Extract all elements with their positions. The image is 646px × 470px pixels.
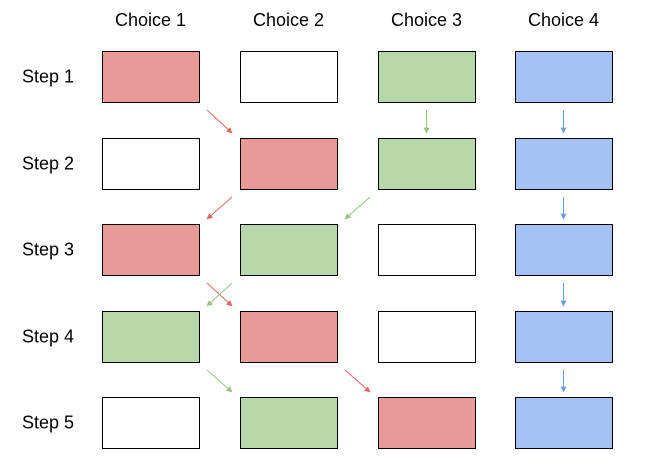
cell-step-5-choice-3-red	[378, 397, 476, 449]
cell-step-1-choice-1-red	[102, 51, 200, 103]
cell-step-3-choice-4-blue	[515, 224, 613, 276]
transition-arrows	[206, 109, 567, 393]
cell-step-3-choice-2-green	[240, 224, 338, 276]
cell-step-4-choice-1-green	[102, 311, 200, 363]
cell-step-2-choice-3-green	[378, 138, 476, 190]
cell-step-2-choice-4-blue	[515, 138, 613, 190]
cell-step-5-choice-2-green	[240, 397, 338, 449]
column-header-choice-4: Choice 4	[528, 10, 599, 30]
cell-step-4-choice-2-red	[240, 311, 338, 363]
arrow-red-step-2-to-3-choice-2-to-1	[206, 196, 233, 220]
cell-step-1-choice-4-blue	[515, 51, 613, 103]
cell-step-2-choice-2-red	[240, 138, 338, 190]
arrow-green-step-3-to-4-choice-2-to-1	[206, 282, 233, 307]
cell-step-1-choice-2-empty	[240, 51, 338, 103]
column-headers: Choice 1 Choice 2 Choice 3 Choice 4	[115, 10, 599, 30]
row-label-step-1: Step 1	[22, 67, 74, 87]
arrow-red-step-4-to-5-choice-2-to-3	[344, 369, 371, 393]
column-header-choice-2: Choice 2	[253, 10, 324, 30]
row-label-step-5: Step 5	[22, 413, 74, 433]
cell-step-5-choice-1-empty	[102, 397, 200, 449]
arrow-green-step-4-to-5-choice-1-to-2	[206, 369, 233, 393]
row-label-step-2: Step 2	[22, 154, 74, 174]
cell-step-3-choice-3-empty	[378, 224, 476, 276]
cell-step-2-choice-1-empty	[102, 138, 200, 190]
cell-step-3-choice-1-red	[102, 224, 200, 276]
column-header-choice-3: Choice 3	[391, 10, 462, 30]
cell-step-1-choice-3-green	[378, 51, 476, 103]
row-label-step-4: Step 4	[22, 327, 74, 347]
arrow-green-step-2-to-3-choice-3-to-2	[344, 196, 371, 220]
cell-step-4-choice-3-empty	[378, 311, 476, 363]
arrow-red-step-1-to-2-choice-1-to-2	[206, 109, 233, 134]
cell-step-4-choice-4-blue	[515, 311, 613, 363]
cell-step-5-choice-4-blue	[515, 397, 613, 449]
column-header-choice-1: Choice 1	[115, 10, 186, 30]
grid-cells	[102, 51, 613, 449]
row-label-step-3: Step 3	[22, 240, 74, 260]
row-labels: Step 1 Step 2 Step 3 Step 4 Step 5	[22, 67, 74, 433]
